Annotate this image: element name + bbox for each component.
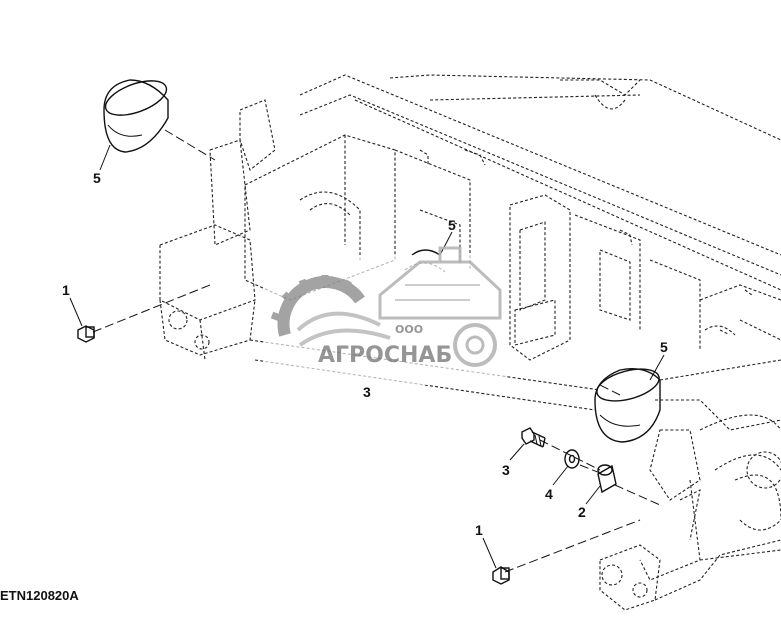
- assembly-center-lines: [92, 129, 661, 573]
- callout-5-upper-left: 5: [93, 170, 101, 186]
- callout-1-lower: 1: [475, 522, 483, 538]
- callout-5-middle: 5: [448, 217, 456, 233]
- bushing-lower-right: [594, 368, 661, 443]
- bushing-upper-left: [103, 79, 169, 153]
- grease-fitting-right: [492, 566, 510, 585]
- grease-fitting-left: [77, 325, 95, 343]
- callout-5-lower-right: 5: [660, 339, 668, 355]
- callout-labels: 5 5 5 1 1 3 3 4 2: [62, 170, 668, 538]
- callout-3-frame: 3: [363, 384, 371, 400]
- watermark-logo: ООО АГРОСНАБ: [265, 246, 505, 385]
- combine-harvester-icon: [378, 246, 502, 367]
- watermark-small-text: ООО: [395, 323, 423, 336]
- figure-id: ETN120820A: [0, 588, 79, 603]
- spacer: [597, 464, 617, 494]
- callout-2-spacer: 2: [578, 504, 586, 520]
- watermark-brand-text: АГРОСНАБ: [318, 343, 452, 368]
- callout-3-bolt: 3: [502, 462, 510, 478]
- washer: [564, 449, 580, 469]
- callout-leaders: [69, 144, 665, 569]
- gear-icon: [270, 275, 391, 347]
- bolt: [521, 427, 546, 448]
- callout-4-washer: 4: [545, 486, 553, 502]
- callout-1-left: 1: [62, 282, 70, 298]
